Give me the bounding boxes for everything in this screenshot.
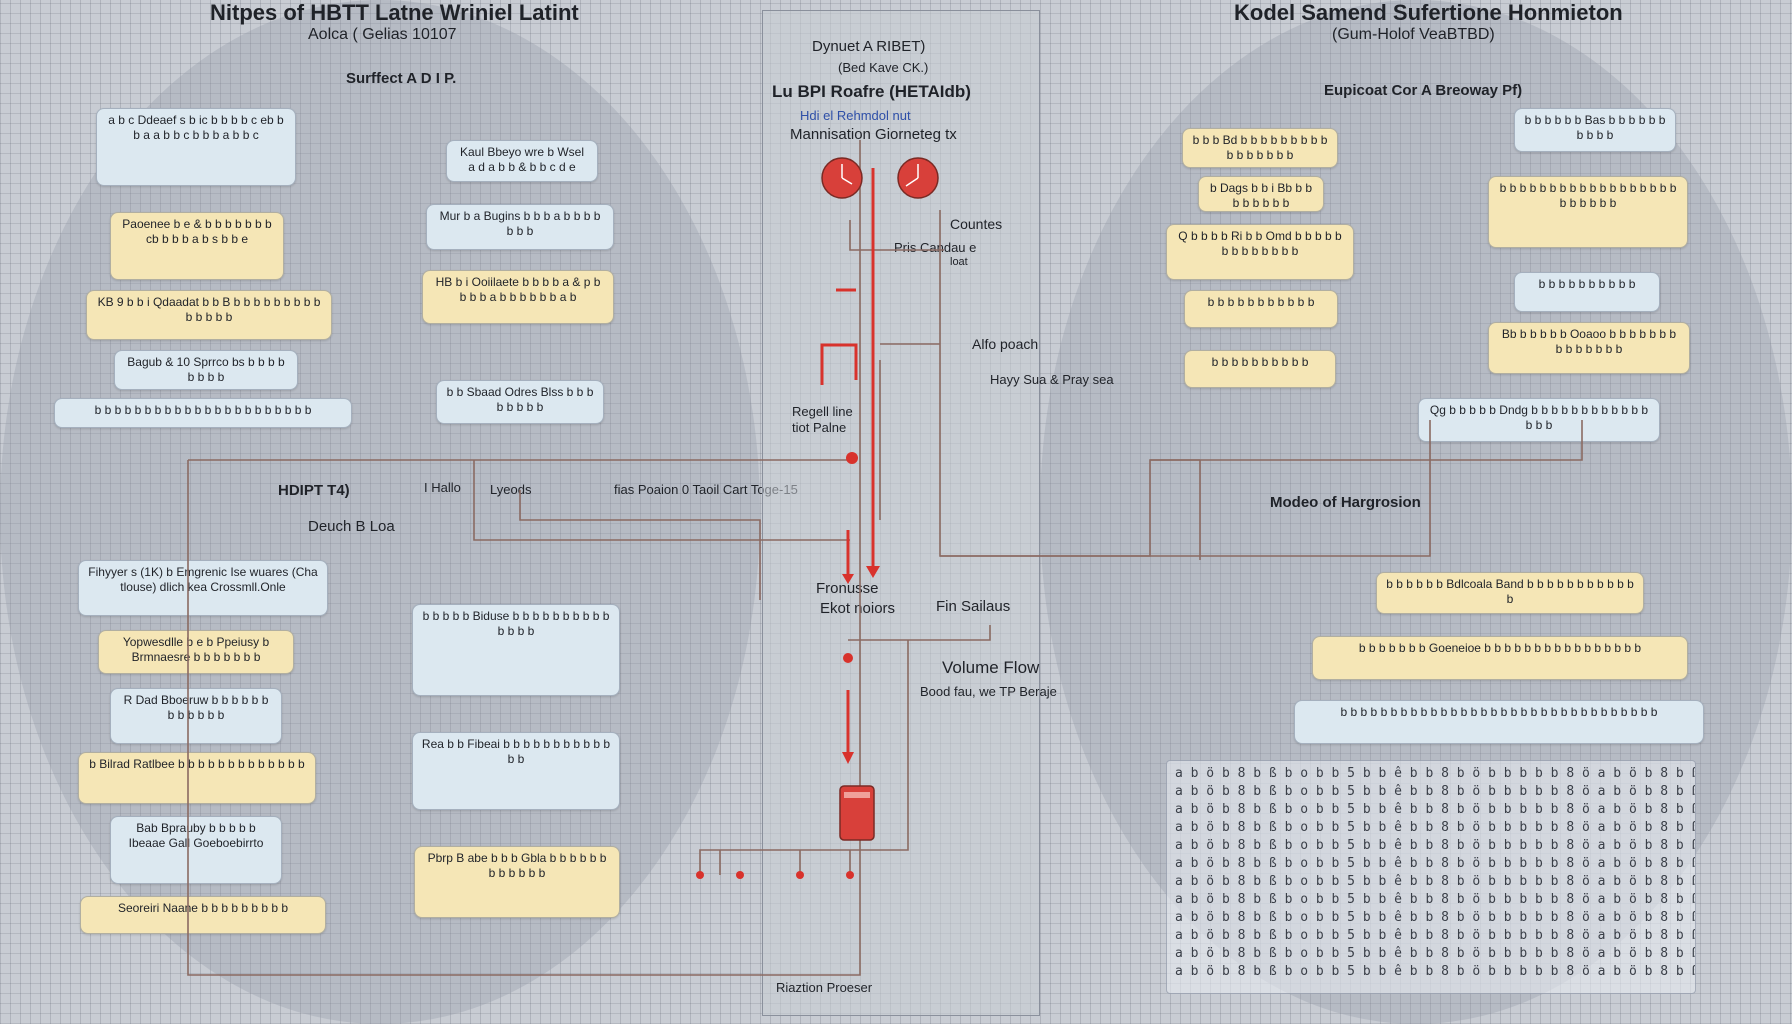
right-box-7: b b b b b b b b b b b [1184,290,1338,328]
left-panel-section: Surffect A D I P. [346,70,457,87]
left-lower-box-6: Seoreiri Naane b b b b b b b b b [80,896,326,934]
left-box-9: b b b b b b b b b b b b b b b b b b b b … [54,398,352,428]
row-label-deuch: Deuch B Loa [308,518,395,535]
label-fronusse: Fronusse [816,580,879,597]
right-lower-box-1: b b b b b b Bdlcoala Band b b b b b b b … [1376,572,1644,614]
glyph-grid-row: a b ö b 8 b ß b o b b 5 b b ê b b 8 b ö … [1175,802,1695,817]
right-box-5: Q b b b b Ri b b Omd b b b b b b b b b b… [1166,224,1354,280]
label-pris: Pris Candau e [894,240,977,255]
glyph-grid-row: a b ö b 8 b ß b o b b 5 b b ê b b 8 b ö … [1175,784,1695,799]
right-box-3: b Dags b b i Bb b b b b b b b b [1198,176,1324,212]
glyph-grid-row: a b ö b 8 b ß b o b b 5 b b ê b b 8 b ö … [1175,928,1695,943]
right-panel-subtitle: (Gum-Holof VeaBTBD) [1332,26,1495,43]
label-regell: Regell line [792,404,853,419]
right-panel-title: Kodel Samend Sufertione Honmieton [1234,0,1623,25]
center-title: Dynuet A RIBET) [812,38,926,55]
left-lower-box-9: Pbrp B abe b b b Gbla b b b b b b b b b … [414,846,620,918]
glyph-grid-row: a b ö b 8 b ß b o b b 5 b b ê b b 8 b ö … [1175,946,1695,961]
center-sub3: Mannisation Giorneteg tx [790,126,957,143]
left-box-7: Bagub & 10 Sprrco bs b b b b b b b b [114,350,298,390]
left-lower-box-8: Rea b b Fibeai b b b b b b b b b b b b b [412,732,620,810]
row-label-hallo: I Hallo [424,480,461,495]
label-fin: Fin Sailaus [936,598,1011,615]
left-panel-subtitle: Aolca ( Gelias 10107 [308,26,457,43]
left-box-6: KB 9 b b i Qdaadat b b B b b b b b b b b… [86,290,332,340]
label-bottom: Riaztion Proeser [776,980,873,995]
left-panel-title: Nitpes of HBTT Latne Wriniel Latint [210,0,579,25]
right-mid-label: Modeo of Hargrosion [1270,494,1421,511]
right-lower-box-2: b b b b b b b Goeneioe b b b b b b b b b… [1312,636,1688,680]
right-box-4: b b b b b b b b b b b b b b b b b b b b … [1488,176,1688,248]
glyph-grid-row: a b ö b 8 b ß b o b b 5 b b ê b b 8 b ö … [1175,892,1695,907]
right-box-2: b b b b b b Bas b b b b b b b b b b [1514,108,1676,152]
label-hayy: Hayy Sua & Pray sea [990,372,1114,387]
left-box-5: HB b i Ooiilaete b b b b a & p b b b b a… [422,270,614,324]
left-box-8: b b Sbaad Odres Blss b b b b b b b b [436,380,604,424]
left-lower-box-1: Fihyyer s (1K) b Emgrenic Ise wuares (Ch… [78,560,328,616]
left-box-1: a b c Ddeaef s b ic b b b b c eb b b a a… [96,108,296,186]
right-box-9: b b b b b b b b b b [1184,350,1336,388]
left-lower-box-5: Bab Bprauby b b b b b Ibeaae Gall Goeboe… [110,816,282,884]
right-lower-box-3: b b b b b b b b b b b b b b b b b b b b … [1294,700,1704,744]
glyph-grid-row: a b ö b 8 b ß b o b b 5 b b ê b b 8 b ö … [1175,766,1695,781]
label-pris2: loat [950,256,968,268]
label-alfo: Alfo poach [972,336,1039,352]
label-countes: Countes [950,216,1003,232]
glyph-grid-row: a b ö b 8 b ß b o b b 5 b b ê b b 8 b ö … [1175,820,1695,835]
center-link[interactable]: Hdi el Rehmdol nut [800,108,911,123]
right-panel-section: Eupicoat Cor A Breoway Pf) [1324,82,1523,99]
label-regell2: tiot Palne [792,420,847,435]
label-ekot: Ekot noiors [820,600,896,617]
right-glyph-grid: a b ö b 8 b ß b o b b 5 b b ê b b 8 b ö … [1166,760,1696,994]
left-lower-box-2: Yopwesdlle b e b Ppeiusy b Brmnaesre b b… [98,630,294,674]
label-bood: Bood fau, we TP Beraje [920,684,1057,699]
glyph-grid-row: a b ö b 8 b ß b o b b 5 b b ê b b 8 b ö … [1175,856,1695,871]
glyph-grid-row: a b ö b 8 b ß b o b b 5 b b ê b b 8 b ö … [1175,964,1695,979]
pressure-gauge-icon [821,157,939,199]
left-lower-box-4: b Bilrad Ratlbee b b b b b b b b b b b b… [78,752,316,804]
row-label-hdipt: HDIPT T4) [278,482,350,499]
glyph-grid-row: a b ö b 8 b ß b o b b 5 b b ê b b 8 b ö … [1175,874,1695,889]
center-sub1: (Bed Kave CK.) [838,60,929,75]
label-volume: Volume Flow [942,658,1040,677]
left-box-2: Kaul Bbeyo wre b Wsel a d a b b & b b c … [446,140,598,182]
left-lower-box-3: R Dad Bboeruw b b b b b b b b b b b b [110,688,282,744]
left-box-3: Paoenee b e & b b b b b b b cb b b b a b… [110,212,284,280]
right-box-6: b b b b b b b b b b [1514,272,1660,312]
left-box-4: Mur b a Bugins b b b a b b b b b b b [426,204,614,250]
reservoir-tank-icon [839,785,875,841]
left-lower-box-7: b b b b b Biduse b b b b b b b b b b b b… [412,604,620,696]
right-box-8: Bb b b b b b Ooaoo b b b b b b b b b b b… [1488,322,1690,374]
right-box-10: Qg b b b b b Dndg b b b b b b b b b b b … [1418,398,1660,442]
glyph-grid-row: a b ö b 8 b ß b o b b 5 b b ê b b 8 b ö … [1175,910,1695,925]
row-label-lyeods: Lyeods [490,482,532,497]
center-sub2: Lu BPI Roafre (HETAIdb) [772,82,971,101]
glyph-grid-row: a b ö b 8 b ß b o b b 5 b b ê b b 8 b ö … [1175,838,1695,853]
row-label-poaion: fias Poaion 0 Taoil Cart Toge-15 [614,482,798,497]
right-box-1: b b b Bd b b b b b b b b b b b b b b b b [1182,128,1338,168]
